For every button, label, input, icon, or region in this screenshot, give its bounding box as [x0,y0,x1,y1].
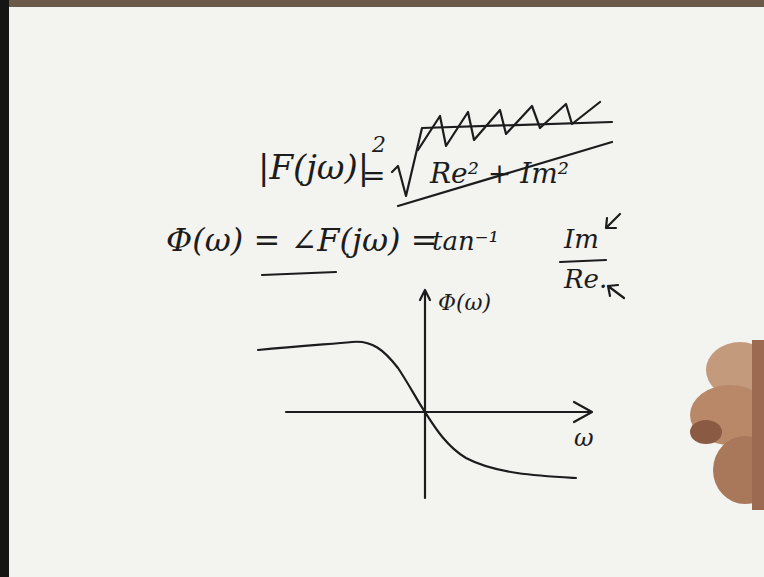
crossed-sum: Re² + Im² [430,160,569,188]
strike-scribble [418,102,600,150]
top-edge [0,0,764,7]
strike-line [398,142,612,206]
exponent: 2 [372,134,386,156]
left-edge [0,0,9,577]
horizontal-axis [286,411,590,413]
root-sign [392,122,612,196]
equals-sign: = [362,162,385,190]
arctan: tan⁻¹ [432,228,499,254]
axis-arrow [420,290,430,300]
pointer-arrow [608,285,624,298]
fraction-bar [560,260,606,262]
axis-label: Φ(ω) [438,292,491,314]
denominator: Re. [564,266,607,292]
hand [690,340,764,510]
phase-curve [258,342,576,478]
magnitude-term: |F(jω)| [258,150,369,184]
pointer-arrow [606,214,620,228]
axis-arrow [574,402,592,422]
numerator: Im [564,226,599,252]
phase-definition: Φ(ω) = ∠F(jω) = [166,224,437,256]
angle-underline [262,272,336,275]
axis-label: ω [574,426,594,450]
vertical-axis [424,292,426,498]
